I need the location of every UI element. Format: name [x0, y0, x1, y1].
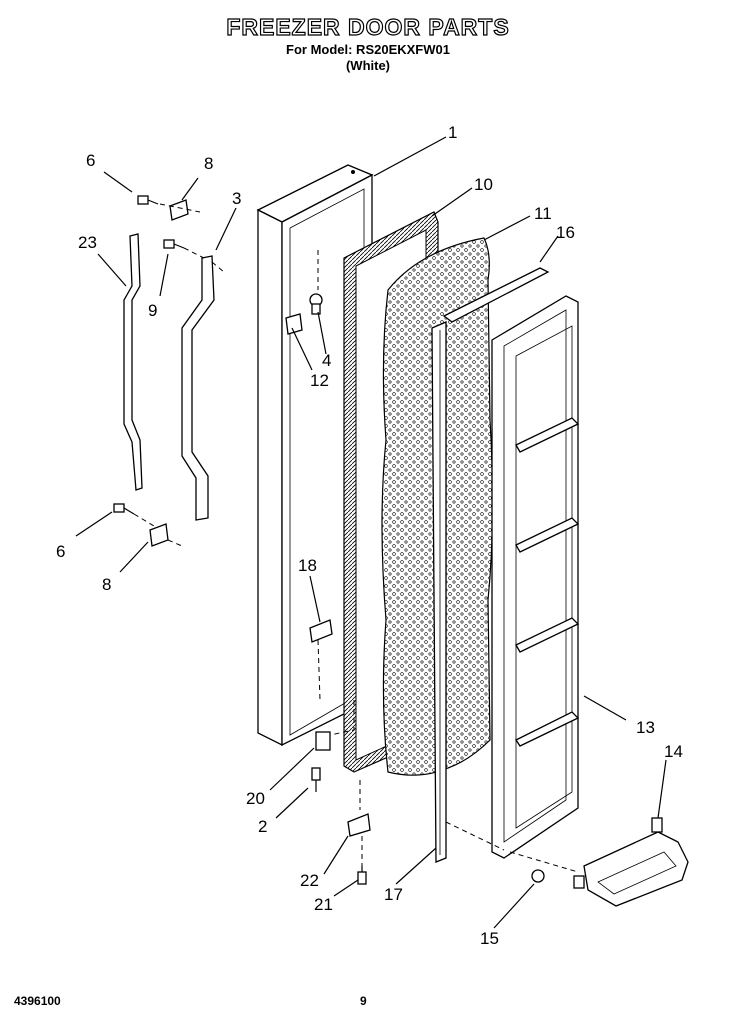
plug-4	[309, 293, 323, 315]
callout-17: 17	[384, 885, 403, 904]
callout-labels: 1 10 11 16 6 8 3 23 9 4 12 6 8 18 13 14 …	[56, 123, 683, 948]
callout-8-bottom: 8	[102, 575, 111, 594]
callout-22: 22	[300, 871, 319, 890]
door-bin	[573, 817, 689, 907]
callout-1: 1	[448, 123, 457, 142]
callout-23: 23	[78, 233, 97, 252]
callout-21: 21	[314, 895, 333, 914]
callout-15: 15	[480, 929, 499, 948]
page-number: 9	[360, 994, 367, 1008]
callout-11: 11	[534, 204, 552, 223]
screw-9	[163, 239, 185, 249]
clip-12	[285, 313, 303, 335]
screw-6-top	[137, 195, 159, 205]
liner-shelf-ribs	[515, 417, 580, 747]
handle-trim	[123, 233, 143, 491]
door-handle	[181, 255, 215, 521]
leader-lines	[75, 136, 667, 929]
diagram-title: FREEZER DOOR PARTS	[226, 13, 510, 40]
screw-2	[311, 767, 321, 792]
document-number: 4396100	[14, 994, 61, 1008]
hardware-parts	[113, 195, 545, 885]
screw-21	[357, 866, 367, 885]
bracket-18	[309, 619, 333, 643]
callout-4: 4	[322, 351, 331, 370]
hinge-20	[315, 731, 331, 751]
screw-6-bottom	[113, 503, 135, 515]
screw-15	[531, 869, 545, 883]
top-cap	[442, 267, 550, 323]
callout-6-top: 6	[86, 151, 95, 170]
callout-8-top: 8	[204, 154, 213, 173]
model-line: For Model: RS20EKXFW01	[286, 42, 450, 57]
inner-door-liner	[491, 295, 580, 859]
callout-12: 12	[310, 371, 329, 390]
callout-2: 2	[258, 817, 267, 836]
clip-8-top	[169, 199, 189, 221]
callout-10: 10	[474, 175, 493, 194]
callout-20: 20	[246, 789, 265, 808]
callout-13: 13	[636, 718, 655, 737]
color-line: (White)	[345, 58, 391, 73]
callout-9: 9	[148, 301, 157, 320]
callout-18: 18	[298, 556, 317, 575]
clip-8-bottom	[149, 523, 169, 547]
callout-6-bottom: 6	[56, 542, 65, 561]
assembly-lines	[133, 203, 579, 873]
callout-14: 14	[664, 742, 683, 761]
hinge-22	[347, 813, 371, 837]
callout-16: 16	[556, 223, 575, 242]
callout-3: 3	[232, 189, 241, 208]
trim-strip	[431, 321, 447, 863]
